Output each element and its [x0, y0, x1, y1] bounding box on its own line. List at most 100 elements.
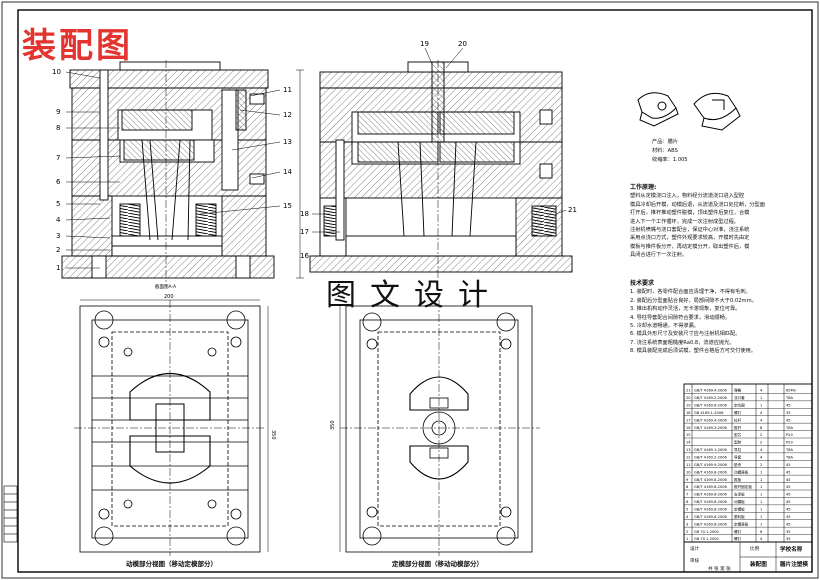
tech-line: 3. 推出机构动作灵活，无卡滞现象，复位可靠。	[630, 306, 741, 313]
tech-line: 2. 装配后分型面贴合良好，局部间隙不大于0.02mm。	[630, 297, 757, 304]
bom-cell-no: 7	[686, 493, 688, 497]
bom-cell-no: 17	[686, 418, 691, 422]
callout-19: 19	[420, 40, 429, 48]
bom-cell-qty: 1	[760, 403, 762, 407]
callout-15: 15	[283, 202, 292, 210]
work-line: 进入下一个工作循环，完成一次注射成型过程。	[630, 218, 739, 225]
callout-3: 3	[56, 232, 60, 240]
bom-cell-qty: 1	[760, 470, 762, 474]
bom-cell-std: GB/T 4169.8-2006	[694, 493, 728, 497]
bom-cell-std: GB/T 4169.4-2006	[694, 418, 728, 422]
margin-marks	[3, 485, 18, 543]
bom-cell-std: GB/T 4169.8-2006	[694, 507, 728, 511]
bom-cell-name: 型腔	[734, 440, 742, 445]
callout-13: 13	[283, 138, 292, 146]
bom-cell-std: GB 70.1-2000	[694, 537, 720, 541]
dim-width-moving: 200	[164, 294, 174, 300]
plan-view-moving	[74, 299, 269, 556]
title-sheet-label: 共 张 第 张	[708, 567, 731, 572]
bom-cell-mat: 45	[786, 493, 791, 497]
bom-cell-mat: 45	[786, 507, 791, 511]
title-check-label: 审核	[690, 559, 700, 564]
bom-cell-qty: 2	[760, 463, 762, 467]
bom-cell-mat: 45	[786, 418, 791, 422]
work-line: 注射机喷嘴与浇口套配合，保证中心对准，浇注系统	[630, 227, 750, 234]
callout-18: 18	[300, 210, 309, 218]
bom-cell-qty: 4	[760, 418, 763, 422]
bom-cell-name: 浇口套	[734, 395, 745, 400]
bom-cell-std: GB/T 4169.6-2006	[694, 403, 728, 407]
bom-cell-qty: 1	[760, 493, 762, 497]
work-principle: 工作原理: 塑料从定模浇口注入，物料经分流道浇口进入型腔 模具冷却后开模，动模后…	[630, 184, 806, 260]
bom-cell-qty: 2	[760, 433, 762, 437]
bom-cell-name: 支承板	[734, 492, 745, 497]
bom-cell-mat: 35	[786, 411, 791, 415]
bom-cell-mat: T8A	[785, 448, 793, 452]
bom-cell-qty: 4	[760, 389, 763, 393]
bom-cell-std: GB/T 4169.3-2006	[694, 426, 728, 430]
work-line: 模具冷却后开模，动模后退，从流道及浇口处拉断，分型面	[630, 201, 765, 208]
bom-cell-qty: 1	[760, 485, 762, 489]
bom-cell-std: GB/T 4169.8-2006	[694, 470, 728, 474]
bom-cell-no: 2	[686, 530, 688, 534]
tech-line: 4. 导柱导套配合间隙符合要求，滑动顺畅。	[630, 314, 730, 321]
callout-21: 21	[568, 206, 577, 214]
product-sketch	[637, 92, 741, 131]
work-line: 打开后，推杆推动塑件脱模，顶出塑件后复位，合模	[630, 210, 750, 217]
bom-cell-name: 垫块	[734, 462, 742, 467]
bom-cell-name: 推杆固定板	[734, 484, 752, 489]
bom-cell-no: 6	[686, 500, 689, 504]
work-line: 采用点浇口方式，塑件外观要求较高，开模时先由定	[630, 235, 750, 242]
callout-4: 4	[56, 216, 61, 224]
bom-cell-name: 动模座板	[734, 469, 749, 474]
bom-cell-std: GB/T 4169.8-2006	[694, 485, 728, 489]
bom-cell-mat: 45	[786, 515, 791, 519]
bom-cell-qty: 8	[760, 426, 763, 430]
tech-line: 7. 浇注系统表面粗糙度Ra0.8，流道应抛光。	[630, 339, 735, 346]
tech-line: 5. 冷却水道畅通，不得渗漏。	[630, 323, 699, 330]
product-material: 材料：ABS	[652, 148, 678, 154]
bom-cell-no: 12	[686, 455, 691, 459]
bom-cell-name: 定位圈	[734, 402, 745, 407]
bom-cell-std: GB 4169.1-2006	[694, 411, 724, 415]
watermark: 图文设计	[326, 278, 502, 313]
bom-cell-qty: 1	[760, 396, 762, 400]
bom-cell-mat: P20	[786, 433, 793, 437]
bom-cell-mat: 45	[786, 478, 791, 482]
bom-cell-qty: 4	[760, 448, 763, 452]
bom-cell-name: 弹簧	[734, 388, 742, 393]
bom-cell-name: 定模座板	[734, 521, 749, 526]
bom-cell-name: 定模板	[734, 506, 745, 511]
tech-requirements: 技术要求 1. 装配时，各零件配合面应清理干净，不得有毛刺。 2. 装配后分型面…	[630, 280, 810, 356]
bom-cell-qty: 1	[760, 507, 762, 511]
bom-cell-no: 4	[686, 515, 689, 519]
bom-cell-no: 16	[686, 426, 691, 430]
bom-cell-no: 18	[686, 411, 691, 415]
callout-17: 17	[300, 228, 309, 236]
bom-cell-no: 13	[686, 448, 691, 452]
bom-cell-mat: 35	[786, 530, 791, 534]
product-name: 产品：膳片	[652, 139, 678, 145]
bom-cell-std: GB/T 4169.2-2006	[694, 396, 728, 400]
bom-cell-std: GB/T 4169.2-2006	[694, 455, 728, 459]
section-view-right	[309, 60, 573, 280]
title-design-label: 设计	[690, 547, 700, 552]
bom-cell-qty: 2	[760, 441, 762, 445]
bom-cell-no: 8	[686, 485, 689, 489]
bom-cell-mat: P20	[786, 441, 793, 445]
bom-cell-qty: 4	[760, 537, 763, 541]
callout-1: 1	[56, 264, 60, 272]
callout-lines-right	[312, 47, 567, 257]
product-shrink: 收缩率：1.005	[652, 157, 688, 163]
callout-12: 12	[283, 111, 292, 119]
callout-11: 11	[283, 86, 292, 94]
bom-cell-name: 螺钉	[734, 529, 742, 534]
section-view-left	[61, 60, 275, 285]
callout-16: 16	[300, 252, 309, 260]
tech-line: 1. 装配时，各零件配合面应清理干净，不得有毛刺。	[630, 289, 751, 296]
callout-5: 5	[56, 200, 60, 208]
tech-req-title: 技术要求	[630, 280, 655, 287]
